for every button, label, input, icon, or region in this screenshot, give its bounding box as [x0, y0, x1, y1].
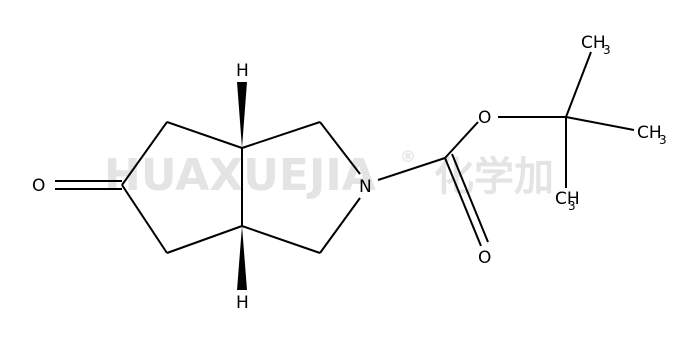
bond-carbonyl-oxygen [444, 121, 479, 159]
methyl-right: CH 3 [637, 123, 667, 147]
atom-hydrogen-bottom: H [236, 293, 249, 313]
bond-n-carbonyl [377, 157, 446, 181]
methyl-bottom-symbol: CH [555, 189, 580, 209]
methyl-right-symbol: CH [637, 123, 662, 143]
watermark-latin: HUAXUEJIA [104, 150, 376, 201]
atom-oxygen-ester: O [478, 108, 491, 128]
atom-hydrogen-top: H [236, 61, 249, 81]
bond-ring-e [241, 121, 321, 149]
methyl-top-symbol: CH [581, 33, 606, 53]
bond-carbonyl-double-2 [451, 153, 489, 243]
bond-carbonyl-double-1 [444, 157, 482, 247]
atom-nitrogen: N [359, 177, 372, 197]
methyl-bottom-subscript: 3 [568, 199, 576, 213]
watermark: HUAXUEJIA ® 化学加 [104, 147, 554, 201]
watermark-cjk: 化学加 [434, 154, 554, 200]
methyl-top-subscript: 3 [603, 43, 611, 57]
watermark-registered: ® [400, 147, 416, 166]
bond-methyl-top [565, 51, 592, 118]
methyl-top: CH 3 [581, 33, 611, 57]
wedge-bond-top [237, 82, 247, 148]
bond-ring-h [241, 225, 321, 254]
methyl-right-subscript: 3 [659, 133, 667, 147]
atom-oxygen-carbonyl: O [478, 248, 491, 268]
bond-ring-c [166, 225, 243, 254]
methyl-bottom: CH 3 [555, 189, 580, 213]
atom-labels: O N O O H H CH 3 CH 3 CH 3 [32, 33, 667, 313]
bond-ring-f [319, 121, 361, 175]
bond-ring-a [121, 121, 168, 186]
wedge-bond-bottom [237, 226, 247, 290]
bond-methyl-right [565, 116, 635, 131]
atom-oxygen-ketone: O [32, 176, 45, 196]
bond-ring-g [319, 197, 361, 254]
bonds [55, 51, 635, 290]
bond-ring-b [166, 121, 243, 149]
bond-ring-d [121, 184, 168, 254]
